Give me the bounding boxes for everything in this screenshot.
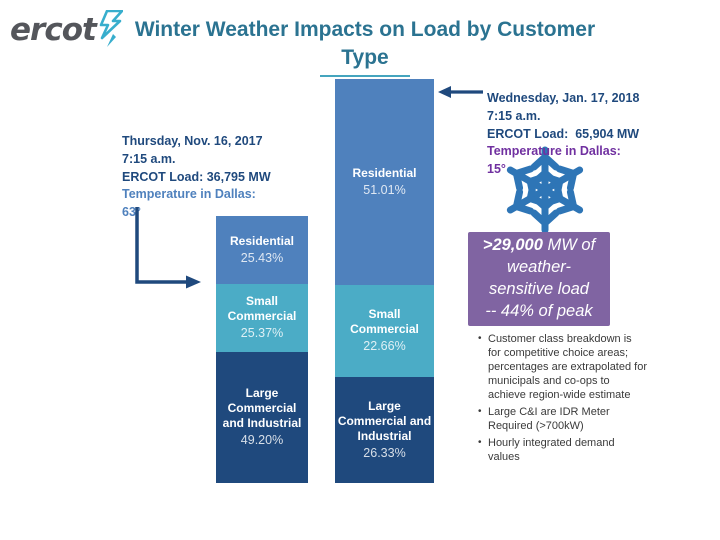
- annotation-jan17-time: 7:15 a.m.: [487, 108, 541, 123]
- segment-value: 26.33%: [363, 445, 406, 460]
- elbow-arrow: [128, 203, 208, 300]
- segment-value: 25.43%: [240, 250, 284, 265]
- bar-nov16: Residential 25.43% Small Commercial 25.3…: [216, 216, 308, 483]
- segment-label: Large Commercial and Industrial: [337, 398, 432, 443]
- segment-value: 25.37%: [240, 326, 284, 341]
- annotation-jan17: Wednesday, Jan. 17, 2018 7:15 a.m. ERCOT…: [487, 90, 645, 179]
- footnote-item: Customer class breakdown is for competit…: [477, 333, 647, 403]
- segment-label: Residential: [352, 165, 417, 180]
- weather-sensitive-callout: >29,000 MW of weather- sensitive load --…: [468, 232, 610, 326]
- segment-label: Small Commercial: [350, 307, 419, 337]
- segment-value: 51.01%: [363, 182, 406, 197]
- callout-line4: -- 44% of peak: [485, 301, 593, 320]
- footnote-item: Hourly integrated demand values: [477, 437, 647, 465]
- callout-line3: sensitive load: [489, 280, 589, 298]
- annotation-nov16-temp-label: Temperature in Dallas:: [122, 187, 256, 202]
- snowflake-icon: [497, 142, 593, 243]
- callout-line2: weather-: [507, 258, 571, 277]
- lightning-bolt-icon: [99, 9, 124, 53]
- bar-nov16-segment-residential: Residential 25.43%: [216, 216, 308, 284]
- ercot-logo-text: ercot: [10, 12, 97, 48]
- annotation-nov16-date: Thursday, Nov. 16, 2017: [122, 134, 263, 148]
- left-arrow: [437, 84, 485, 105]
- bar-jan17: Residential 51.01% Small Commercial 22.6…: [335, 79, 434, 483]
- annotation-jan17-temp-label: Temperature in Dallas:: [487, 144, 621, 159]
- segment-value: 22.66%: [363, 339, 406, 354]
- footnotes: Customer class breakdown is for competit…: [477, 333, 647, 468]
- title-line2: Type: [105, 44, 625, 77]
- segment-label: Residential: [229, 233, 295, 248]
- footnote-list: Customer class breakdown is for competit…: [477, 333, 647, 465]
- callout-line1: >29,000 MW of: [468, 235, 610, 257]
- segment-label: Large Commercial and Industrial: [222, 386, 302, 431]
- footnote-item: Large C&I are IDR Meter Required (>700kW…: [477, 406, 647, 434]
- title-line1: Winter Weather Impacts on Load by Custom…: [134, 18, 596, 41]
- bar-jan17-segment-small-commercial: Small Commercial 22.66%: [335, 285, 434, 377]
- annotation-jan17-date: Wednesday, Jan. 17, 2018: [487, 91, 640, 105]
- annotation-jan17-temp-value: 15°: [487, 162, 506, 176]
- title-line2-text: Type: [320, 44, 410, 77]
- bar-jan17-segment-residential: Residential 51.01%: [335, 79, 434, 285]
- segment-value: 49.20%: [240, 433, 284, 448]
- callout-bold-value: >29,000: [482, 236, 543, 255]
- annotation-nov16-load: ERCOT Load: 36,795 MW: [122, 169, 271, 184]
- callout-line1-rest: MW of: [542, 236, 596, 255]
- ercot-logo: ercot: [10, 8, 124, 53]
- bar-nov16-segment-large-ci: Large Commercial and Industrial 49.20%: [216, 352, 308, 483]
- annotation-jan17-load: ERCOT Load: 65,904 MW: [487, 126, 640, 141]
- annotation-nov16-time: 7:15 a.m.: [122, 151, 176, 166]
- segment-label: Small Commercial: [227, 294, 297, 324]
- bar-jan17-segment-large-ci: Large Commercial and Industrial 26.33%: [335, 377, 434, 483]
- page-title: Winter Weather Impacts on Load by Custom…: [105, 16, 625, 77]
- bar-nov16-segment-small-commercial: Small Commercial 25.37%: [216, 284, 308, 352]
